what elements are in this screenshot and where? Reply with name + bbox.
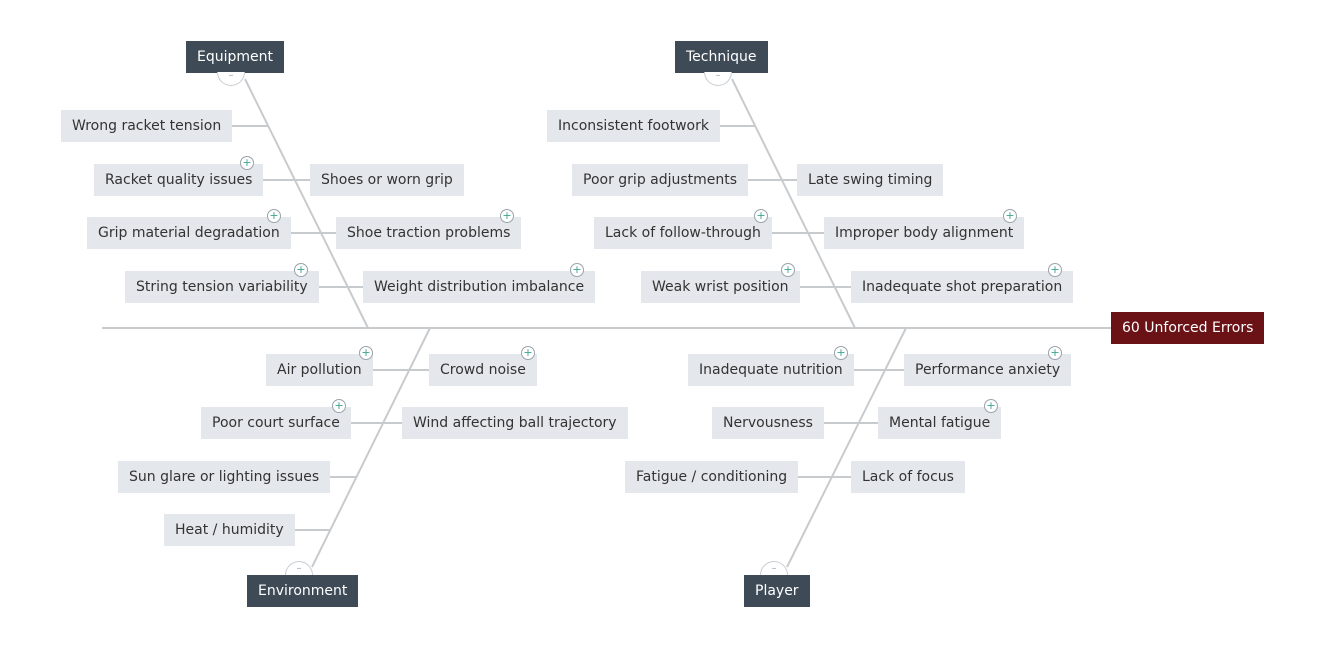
cause-poor-court-surface[interactable]: Poor court surface <box>201 407 351 439</box>
bone-player <box>786 327 907 568</box>
cause-string-tension-variability[interactable]: String tension variability <box>125 271 319 303</box>
category-equipment[interactable]: Equipment <box>186 41 284 73</box>
expand-plus-icon[interactable]: + <box>834 346 848 360</box>
expand-plus-icon[interactable]: + <box>1003 209 1017 223</box>
cause-poor-grip-adjustments[interactable]: Poor grip adjustments <box>572 164 749 196</box>
bone-environment <box>311 327 431 568</box>
expand-plus-icon[interactable]: + <box>1048 263 1062 277</box>
cause-late-swing-timing[interactable]: Late swing timing <box>797 164 944 196</box>
cause-racket-quality-issues[interactable]: Racket quality issues <box>94 164 264 196</box>
expand-plus-icon[interactable]: + <box>359 346 373 360</box>
cause-improper-body-alignment[interactable]: Improper body alignment <box>824 217 1025 249</box>
cause-weak-wrist-position[interactable]: Weak wrist position <box>641 271 800 303</box>
expand-plus-icon[interactable]: + <box>240 156 254 170</box>
cause-inadequate-shot-preparation[interactable]: Inadequate shot preparation <box>851 271 1074 303</box>
cause-weight-distribution-imbalance[interactable]: Weight distribution imbalance <box>363 271 596 303</box>
cause-crowd-noise[interactable]: Crowd noise <box>429 354 537 386</box>
cause-shoes-or-worn-grip[interactable]: Shoes or worn grip <box>310 164 464 196</box>
cause-nervousness[interactable]: Nervousness <box>712 407 824 439</box>
cause-shoe-traction-problems[interactable]: Shoe traction problems <box>336 217 522 249</box>
cause-lack-of-focus[interactable]: Lack of focus <box>851 461 965 493</box>
expand-plus-icon[interactable]: + <box>1048 346 1062 360</box>
expand-plus-icon[interactable]: + <box>500 209 514 223</box>
effect-head[interactable]: 60 Unforced Errors <box>1111 312 1265 344</box>
expand-plus-icon[interactable]: + <box>781 263 795 277</box>
expand-plus-icon[interactable]: + <box>332 399 346 413</box>
cause-inconsistent-footwork[interactable]: Inconsistent footwork <box>547 110 720 142</box>
cause-lack-of-follow-through[interactable]: Lack of follow-through <box>594 217 772 249</box>
expand-plus-icon[interactable]: + <box>267 209 281 223</box>
cause-wind-affecting-ball-trajectory[interactable]: Wind affecting ball trajectory <box>402 407 628 439</box>
category-technique[interactable]: Technique <box>675 41 768 73</box>
category-environment[interactable]: Environment <box>247 575 359 607</box>
expand-plus-icon[interactable]: + <box>984 399 998 413</box>
expand-plus-icon[interactable]: + <box>294 263 308 277</box>
expand-plus-icon[interactable]: + <box>570 263 584 277</box>
category-player[interactable]: Player <box>744 575 810 607</box>
cause-mental-fatigue[interactable]: Mental fatigue <box>878 407 1002 439</box>
cause-fatigue-conditioning[interactable]: Fatigue / conditioning <box>625 461 799 493</box>
cause-grip-material-degradation[interactable]: Grip material degradation <box>87 217 291 249</box>
cause-air-pollution[interactable]: Air pollution <box>266 354 373 386</box>
cause-performance-anxiety[interactable]: Performance anxiety <box>904 354 1072 386</box>
expand-plus-icon[interactable]: + <box>521 346 535 360</box>
cause-wrong-racket-tension[interactable]: Wrong racket tension <box>61 110 233 142</box>
cause-inadequate-nutrition[interactable]: Inadequate nutrition <box>688 354 854 386</box>
expand-plus-icon[interactable]: + <box>754 209 768 223</box>
cause-sun-glare-or-lighting-issues[interactable]: Sun glare or lighting issues <box>118 461 331 493</box>
cause-heat-humidity[interactable]: Heat / humidity <box>164 514 295 546</box>
